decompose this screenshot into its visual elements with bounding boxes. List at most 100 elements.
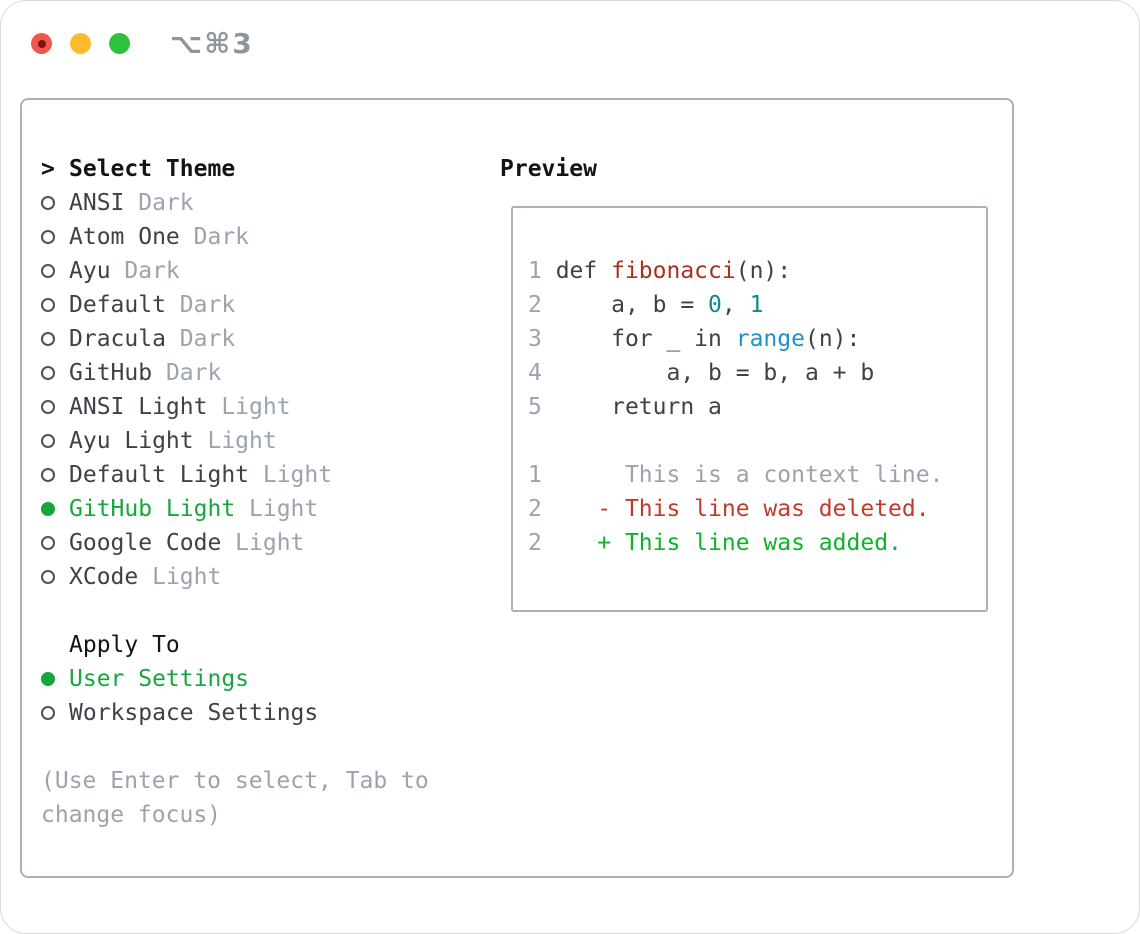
code-segment: (n):	[735, 258, 792, 284]
apply-to-title: Apply To	[69, 632, 180, 658]
apply-option[interactable]: User Settings	[41, 662, 471, 696]
theme-option[interactable]: GitHub Light Light	[41, 492, 471, 526]
select-theme-header: > Select Theme	[41, 152, 471, 186]
theme-name: Dracula	[69, 326, 166, 352]
radio-selected-icon	[41, 502, 55, 516]
preview-line: 3 for _ in range(n):	[528, 322, 943, 356]
code-segment: for _ in	[541, 326, 736, 352]
code-segment: 3	[528, 326, 542, 352]
code-segment: 5	[528, 394, 542, 420]
theme-variant-tag: Light	[207, 428, 277, 454]
spacer	[41, 594, 471, 628]
theme-variant-tag: Light	[262, 462, 333, 488]
radio-icon	[41, 264, 55, 278]
theme-variant-tag: Dark	[179, 292, 236, 318]
code-segment: def	[555, 258, 612, 284]
preview-line: 2 a, b = 0, 1	[528, 288, 943, 322]
code-segment: range	[735, 326, 805, 352]
preview-title: Preview	[500, 156, 597, 182]
apply-option-name: User Settings	[69, 666, 250, 692]
code-segment: 1	[528, 258, 556, 284]
theme-variant-tag: Dark	[165, 360, 222, 386]
theme-variant-tag: Dark	[193, 224, 250, 250]
zoom-button[interactable]	[109, 33, 130, 54]
radio-icon	[41, 400, 55, 414]
theme-name: XCode	[69, 564, 139, 590]
theme-variant-tag: Light	[249, 496, 319, 522]
select-theme-title: Select Theme	[69, 156, 236, 182]
theme-list: ANSI Dark Atom One Dark Ayu Dark Default…	[41, 186, 471, 594]
close-dot-icon	[37, 39, 46, 48]
theme-name: ANSI Light	[69, 394, 208, 420]
code-segment: 4	[528, 360, 542, 386]
theme-name: ANSI	[69, 190, 125, 216]
close-button[interactable]	[31, 33, 52, 54]
code-segment: a, b = b, a + b	[541, 360, 875, 386]
code-segment: 1	[528, 462, 542, 488]
code-segment: a, b =	[541, 292, 709, 318]
theme-option[interactable]: ANSI Light Light	[41, 390, 471, 424]
code-segment	[542, 530, 597, 556]
code-segment: + This line was added.	[597, 530, 902, 556]
apply-option[interactable]: Workspace Settings	[41, 696, 471, 730]
theme-option[interactable]: Atom One Dark	[41, 220, 471, 254]
theme-name: GitHub Light	[69, 496, 236, 522]
apply-to-header: Apply To	[41, 628, 471, 662]
radio-icon	[41, 298, 55, 312]
titlebar: ⌥⌘3	[31, 27, 254, 60]
keyboard-hint: (Use Enter to select, Tab to change focu…	[41, 768, 429, 828]
theme-name: Ayu Light	[69, 428, 194, 454]
theme-variant-tag: Dark	[124, 258, 180, 284]
code-segment: This is a context line.	[541, 462, 944, 488]
preview-line: 2 + This line was added.	[528, 526, 943, 560]
theme-name: Ayu	[69, 258, 111, 284]
theme-option[interactable]: Ayu Dark	[41, 254, 471, 288]
code-segment: 2	[528, 496, 542, 522]
code-segment: - This line was deleted.	[597, 496, 930, 522]
radio-icon	[41, 332, 55, 346]
theme-option[interactable]: GitHub Dark	[41, 356, 471, 390]
code-segment: fibonacci	[611, 258, 736, 284]
theme-option[interactable]: XCode Light	[41, 560, 471, 594]
theme-picker-panel: > Select Theme ANSI Dark Atom One Dark A…	[20, 98, 1014, 878]
theme-name: Google Code	[69, 530, 222, 556]
preview-line: 2 - This line was deleted.	[528, 492, 943, 526]
radio-icon	[41, 570, 55, 584]
spacer	[41, 730, 471, 764]
window-title: ⌥⌘3	[170, 27, 254, 60]
radio-icon	[41, 196, 55, 210]
radio-icon	[41, 434, 55, 448]
theme-option[interactable]: Default Dark	[41, 288, 471, 322]
apply-to-list: User Settings Workspace Settings	[41, 662, 471, 730]
theme-variant-tag: Dark	[138, 190, 194, 216]
theme-option[interactable]: Default Light Light	[41, 458, 471, 492]
radio-icon	[41, 706, 55, 720]
theme-variant-tag: Light	[221, 394, 291, 420]
theme-name: GitHub	[69, 360, 153, 386]
preview-line: 5 return a	[528, 390, 943, 424]
theme-list-column: > Select Theme ANSI Dark Atom One Dark A…	[41, 152, 471, 832]
theme-option[interactable]: Google Code Light	[41, 526, 471, 560]
code-segment: (n):	[804, 326, 861, 352]
code-segment: ,	[721, 292, 750, 318]
theme-name: Atom One	[69, 224, 180, 250]
theme-option[interactable]: ANSI Dark	[41, 186, 471, 220]
radio-icon	[41, 536, 55, 550]
radio-selected-icon	[41, 672, 55, 686]
preview-line: 1 This is a context line.	[528, 458, 943, 492]
theme-name: Default	[69, 292, 166, 318]
theme-option[interactable]: Dracula Dark	[41, 322, 471, 356]
minimize-button[interactable]	[70, 33, 91, 54]
code-segment: 1	[749, 292, 764, 318]
cursor-icon: >	[41, 156, 55, 182]
preview-line: 4 a, b = b, a + b	[528, 356, 943, 390]
theme-option[interactable]: Ayu Light Light	[41, 424, 471, 458]
radio-icon	[41, 366, 55, 380]
theme-variant-tag: Light	[152, 564, 222, 590]
preview-line: 1 def fibonacci(n):	[528, 254, 943, 288]
code-segment: return a	[541, 394, 722, 420]
theme-variant-tag: Dark	[179, 326, 236, 352]
